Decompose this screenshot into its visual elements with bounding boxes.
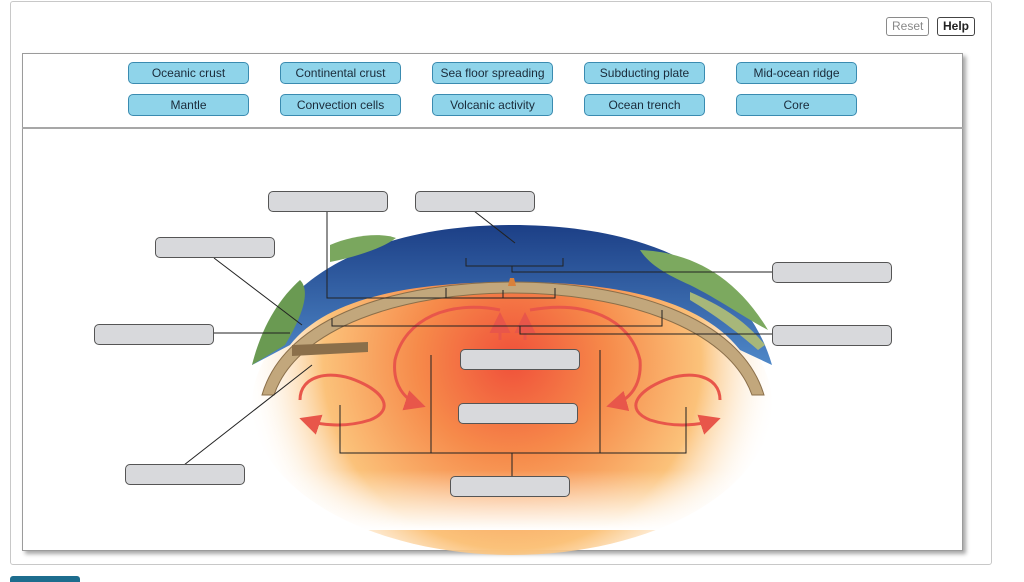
label-mid-ocean-ridge[interactable]: Mid-ocean ridge <box>736 62 857 84</box>
target-center-lower[interactable] <box>458 403 578 424</box>
label-oceanic-crust[interactable]: Oceanic crust <box>128 62 249 84</box>
target-upper-left[interactable] <box>155 237 275 258</box>
label-bank-divider <box>22 127 963 129</box>
reset-button[interactable]: Reset <box>886 17 930 36</box>
label-ocean-trench[interactable]: Ocean trench <box>584 94 705 116</box>
leader-lines <box>183 210 772 476</box>
label-mantle[interactable]: Mantle <box>128 94 249 116</box>
globe-surface <box>252 225 772 365</box>
label-core[interactable]: Core <box>736 94 857 116</box>
target-left-middle[interactable] <box>94 324 214 345</box>
label-continental-crust[interactable]: Continental crust <box>280 62 401 84</box>
target-bottom-left[interactable] <box>125 464 245 485</box>
help-button[interactable]: Help <box>937 17 976 36</box>
target-center-upper[interactable] <box>460 349 580 370</box>
label-convection-cells[interactable]: Convection cells <box>280 94 401 116</box>
target-bottom-center[interactable] <box>450 476 570 497</box>
label-sea-floor-spreading[interactable]: Sea floor spreading <box>432 62 553 84</box>
subducting-plate-shape <box>292 342 368 356</box>
target-right-lower[interactable] <box>772 325 892 346</box>
target-top-left[interactable] <box>268 191 388 212</box>
submit-button-edge[interactable] <box>10 576 80 582</box>
convection-arrows <box>298 305 722 435</box>
label-subducting-plate[interactable]: Subducting plate <box>584 62 705 84</box>
ridge-marker <box>508 278 516 286</box>
crust-layer <box>261 278 765 396</box>
target-right-upper[interactable] <box>772 262 892 283</box>
target-top-center[interactable] <box>415 191 535 212</box>
label-volcanic-activity[interactable]: Volcanic activity <box>432 94 553 116</box>
